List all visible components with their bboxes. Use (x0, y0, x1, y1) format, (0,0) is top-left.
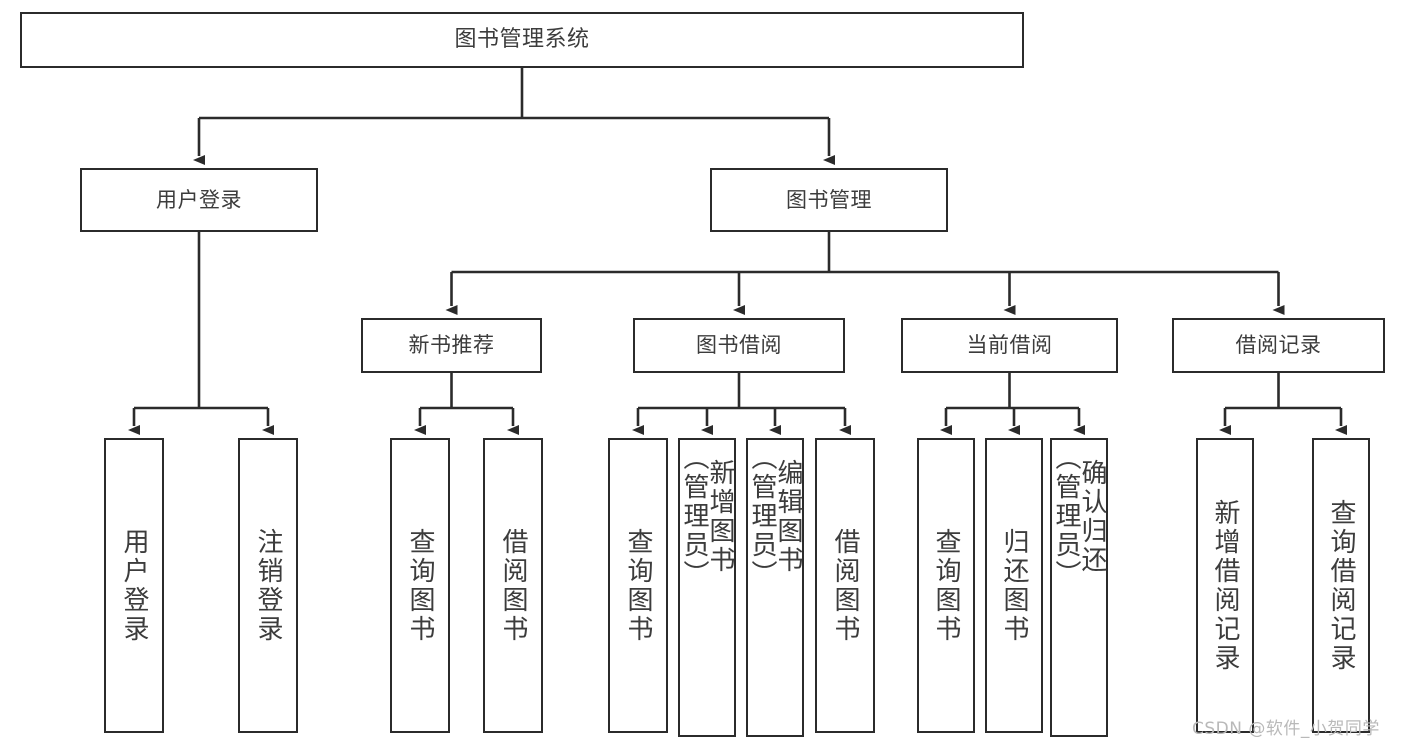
node-leaf-query-book-3[interactable]: 查询图书 (917, 438, 975, 733)
csdn-watermark: CSDN @软件_小贺同学 (1192, 719, 1380, 739)
node-leaf-return-book[interactable]: 归还图书 (985, 438, 1043, 733)
node-book-borrow[interactable]: 图书借阅 (633, 318, 845, 373)
node-new-book-rec[interactable]: 新书推荐 (361, 318, 542, 373)
node-root-label: 图书管理系统 (454, 27, 590, 53)
node-leaf-return-book-label: 归还图书 (999, 527, 1029, 644)
node-leaf-borrow-book-2-label: 借阅图书 (830, 527, 860, 644)
node-leaf-user-login-label: 用户登录 (119, 527, 149, 644)
node-leaf-logout-label: 注销登录 (253, 527, 283, 644)
node-user-login[interactable]: 用户登录 (80, 168, 318, 232)
node-leaf-borrow-book-1[interactable]: 借阅图书 (483, 438, 543, 733)
node-borrow-record[interactable]: 借阅记录 (1172, 318, 1385, 373)
node-leaf-query-book-2[interactable]: 查询图书 (608, 438, 668, 733)
node-book-manage-label: 图书管理 (786, 187, 872, 212)
node-leaf-query-book-1[interactable]: 查询图书 (390, 438, 450, 733)
node-leaf-edit-book-admin[interactable]: 编辑图书 （管理员） (746, 438, 804, 737)
node-leaf-add-book-admin[interactable]: 新增图书 （管理员） (678, 438, 736, 737)
node-root[interactable]: 图书管理系统 (20, 12, 1024, 68)
node-leaf-add-record-label: 新增借阅记录 (1210, 498, 1240, 673)
node-leaf-borrow-book-1-label: 借阅图书 (498, 527, 528, 644)
node-leaf-query-book-2-label: 查询图书 (623, 527, 653, 644)
node-borrow-record-label: 借阅记录 (1235, 333, 1322, 358)
node-book-manage[interactable]: 图书管理 (710, 168, 948, 232)
node-current-borrow-label: 当前借阅 (966, 333, 1053, 358)
node-new-book-rec-label: 新书推荐 (408, 333, 495, 358)
node-book-borrow-label: 图书借阅 (696, 333, 782, 358)
node-leaf-query-record[interactable]: 查询借阅记录 (1312, 438, 1370, 733)
node-leaf-add-book-admin-label: 新增图书 （管理员） (679, 444, 735, 589)
node-leaf-query-book-3-label: 查询图书 (931, 527, 961, 644)
node-leaf-logout[interactable]: 注销登录 (238, 438, 298, 733)
node-user-login-label: 用户登录 (156, 187, 242, 212)
node-leaf-confirm-return-admin[interactable]: 确认归还 （管理员） (1050, 438, 1108, 737)
node-leaf-edit-book-admin-label: 编辑图书 （管理员） (747, 444, 803, 589)
node-leaf-add-record[interactable]: 新增借阅记录 (1196, 438, 1254, 733)
node-leaf-query-record-label: 查询借阅记录 (1326, 498, 1356, 673)
node-leaf-confirm-return-admin-label: 确认归还 （管理员） (1051, 444, 1107, 589)
node-leaf-query-book-1-label: 查询图书 (405, 527, 435, 644)
node-leaf-borrow-book-2[interactable]: 借阅图书 (815, 438, 875, 733)
node-leaf-user-login[interactable]: 用户登录 (104, 438, 164, 733)
node-current-borrow[interactable]: 当前借阅 (901, 318, 1118, 373)
